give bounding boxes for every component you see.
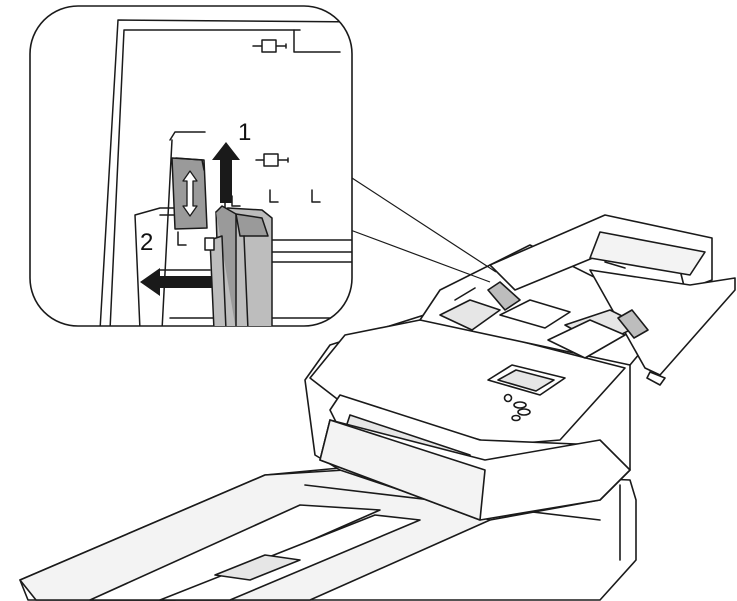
guide-lock-tab	[171, 157, 208, 230]
document-feeder	[419, 214, 736, 386]
callout-leader	[344, 177, 497, 283]
up-down-arrow-icon	[182, 170, 198, 217]
paper-size-mark-icon	[252, 39, 287, 53]
scanner-illustration	[19, 214, 736, 601]
step-number-1: 1	[238, 119, 251, 146]
paper-size-mark-icon	[255, 153, 289, 167]
step-number-2: 2	[140, 229, 153, 256]
document-guide-detail: 1 2	[29, 5, 353, 327]
scanner-body	[304, 309, 631, 521]
side-guide	[204, 205, 273, 326]
left-arrow-icon	[140, 268, 212, 296]
up-arrow-icon	[212, 142, 240, 203]
